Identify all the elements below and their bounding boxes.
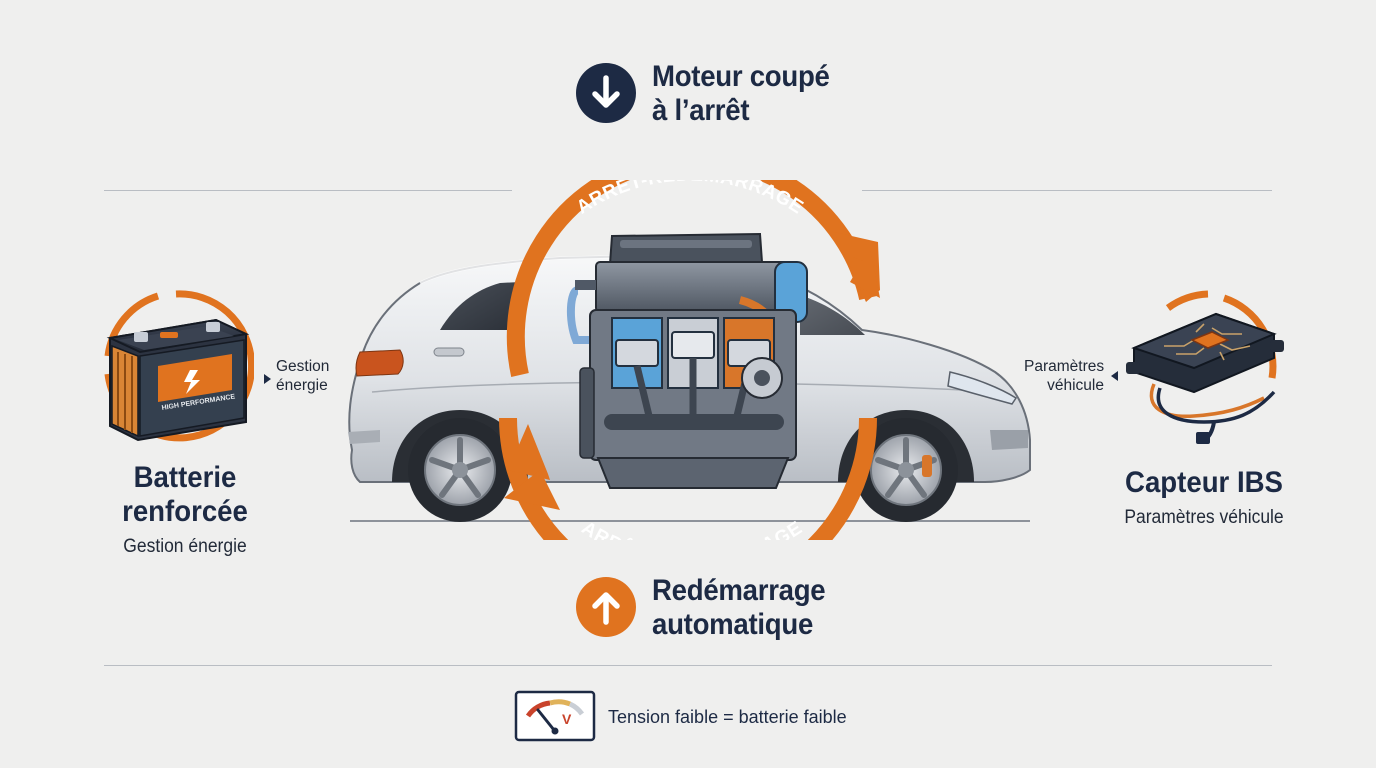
divider-bottom [104,665,1272,666]
front-wheel [854,418,958,522]
engine-stop-line1: Moteur coupé [652,60,830,93]
auto-restart-line1: Redémarrage [652,574,826,607]
arrow-up-icon [576,577,636,637]
voltage-gauge-icon: V [514,690,596,742]
sensor-pointer-line1: Paramètres [1024,358,1105,375]
battery-pointer-line2: énergie [276,377,328,394]
pointer-left-icon [264,374,271,384]
sensor-pointer-label: Paramètres véhicule [1024,357,1104,395]
divider-top-right [862,190,1272,191]
cycle-label-top: ARRÊT-REDÉMARRAGE [573,180,807,219]
battery-pointer-line1: Gestion [276,358,330,375]
auto-restart-status: Redémarrage automatique [652,574,826,642]
battery-title-line1: Batterie [133,461,237,494]
battery-subtitle: Gestion énergie [123,536,247,557]
sensor-subtitle: Paramètres véhicule [1124,507,1284,528]
divider-top-left [104,190,512,191]
engine-icon [567,232,808,489]
arrow-down-icon [576,63,636,123]
car-battery-icon: HIGH PERFORMANCE [104,290,254,442]
cycle-arrows [499,180,880,540]
gauge-unit-label: V [562,711,572,727]
pointer-right-icon [1111,371,1118,381]
ibs-sensor-icon [1126,290,1284,444]
battery-title-line2: renforcée [122,495,248,528]
engine-stop-line2: à l’arrêt [652,94,750,127]
car-engine-illustration: ARRÊT-REDÉMARRAGE ARRÊT-REDÉMARRAGE [348,180,1031,540]
auto-restart-line2: automatique [652,608,814,641]
legend-text: Tension faible = batterie faible [608,707,847,727]
engine-stop-status: Moteur coupé à l’arrêt [652,60,830,128]
rear-wheel [408,418,512,522]
battery-title: Batterie renforcée [88,461,281,529]
sensor-title: Capteur IBS [1125,466,1283,499]
sensor-pointer-line2: véhicule [1047,377,1104,394]
battery-pointer-label: Gestion énergie [276,357,329,395]
